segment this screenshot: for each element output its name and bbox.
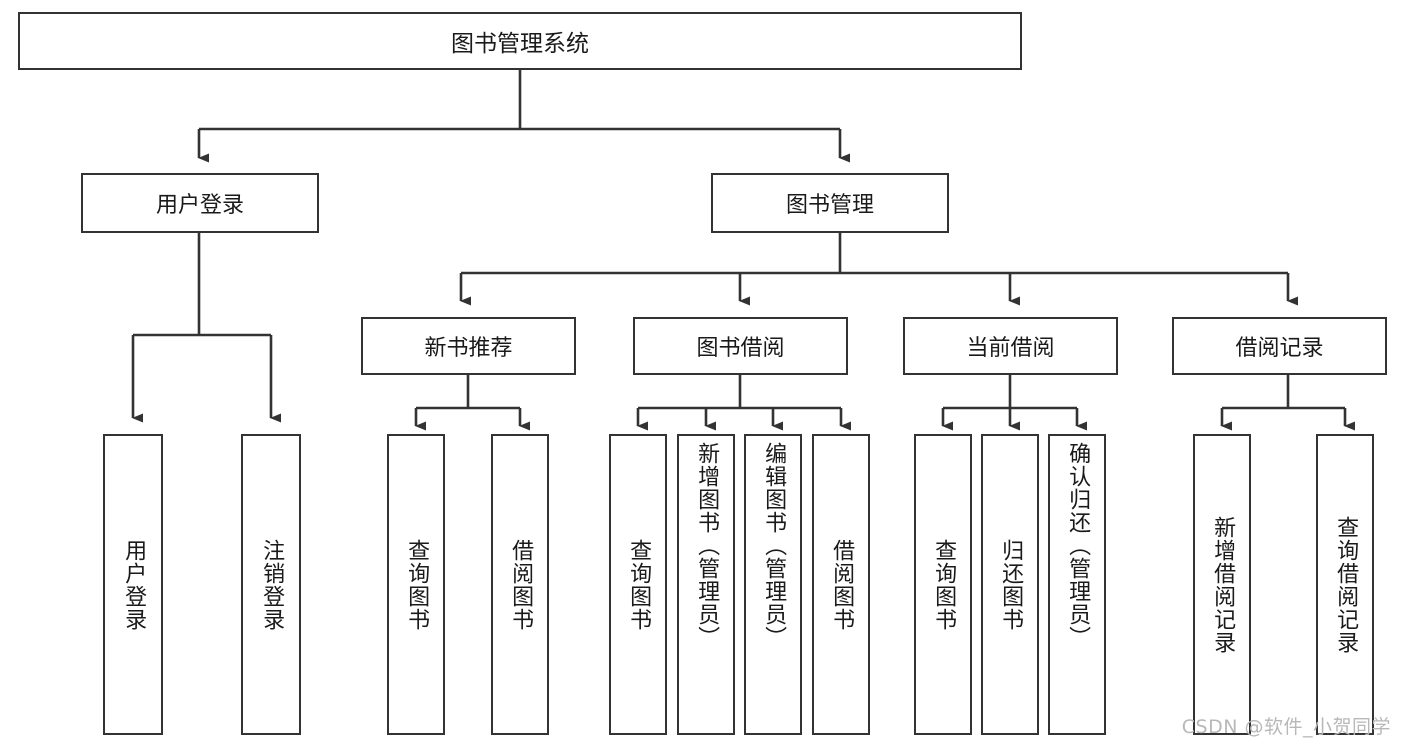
leaf-borrow-book-1[interactable]: 借阅图书 [491,434,549,735]
node-user-login-label: 用户登录 [155,193,244,218]
node-current-borrow-label: 当前借阅 [966,336,1055,361]
node-root-system[interactable]: 图书管理系统 [18,12,1022,70]
leaf-add-record-label: 新增借阅记录 [1210,515,1236,654]
leaf-add-book[interactable]: 新增图书（管理员） [677,434,735,735]
leaf-borrow-book-1-label: 借阅图书 [508,538,534,631]
node-borrow-record-label: 借阅记录 [1235,336,1324,361]
leaf-edit-book[interactable]: 编辑图书（管理员） [744,434,802,735]
leaf-return-book-label: 归还图书 [998,538,1024,631]
leaf-confirm-return-label: 确认归还（管理员） [1065,442,1091,649]
leaf-query-book-3-label: 查询图书 [931,538,957,631]
node-root-label: 图书管理系统 [451,31,589,57]
leaf-logout-login-label: 注销登录 [259,538,285,631]
node-borrow-record[interactable]: 借阅记录 [1172,317,1387,375]
leaf-edit-book-label: 编辑图书（管理员） [761,442,787,649]
leaf-borrow-book-2[interactable]: 借阅图书 [812,434,870,735]
leaf-query-book-2[interactable]: 查询图书 [609,434,667,735]
csdn-watermark: CSDN @软件_小贺同学 [1181,716,1391,738]
node-new-book-recommend[interactable]: 新书推荐 [361,317,576,375]
leaf-user-login-label: 用户登录 [121,538,147,631]
node-user-login[interactable]: 用户登录 [81,173,319,233]
leaf-add-book-label: 新增图书（管理员） [694,442,720,649]
leaf-add-record[interactable]: 新增借阅记录 [1193,434,1251,735]
leaf-query-book-3[interactable]: 查询图书 [914,434,972,735]
leaf-user-login[interactable]: 用户登录 [103,434,163,735]
node-book-management[interactable]: 图书管理 [711,173,949,233]
node-current-borrow[interactable]: 当前借阅 [903,317,1118,375]
leaf-query-book-1-label: 查询图书 [404,538,430,631]
leaf-borrow-book-2-label: 借阅图书 [829,538,855,631]
leaf-query-book-2-label: 查询图书 [626,538,652,631]
node-new-book-recommend-label: 新书推荐 [424,336,513,361]
leaf-return-book[interactable]: 归还图书 [981,434,1039,735]
node-book-management-label: 图书管理 [785,193,874,218]
node-book-borrow-label: 图书借阅 [696,336,785,361]
leaf-query-record-label: 查询借阅记录 [1333,515,1359,654]
node-book-borrow[interactable]: 图书借阅 [633,317,848,375]
leaf-confirm-return[interactable]: 确认归还（管理员） [1048,434,1106,735]
leaf-query-book-1[interactable]: 查询图书 [387,434,445,735]
leaf-logout-login[interactable]: 注销登录 [241,434,301,735]
leaf-query-record[interactable]: 查询借阅记录 [1316,434,1374,735]
